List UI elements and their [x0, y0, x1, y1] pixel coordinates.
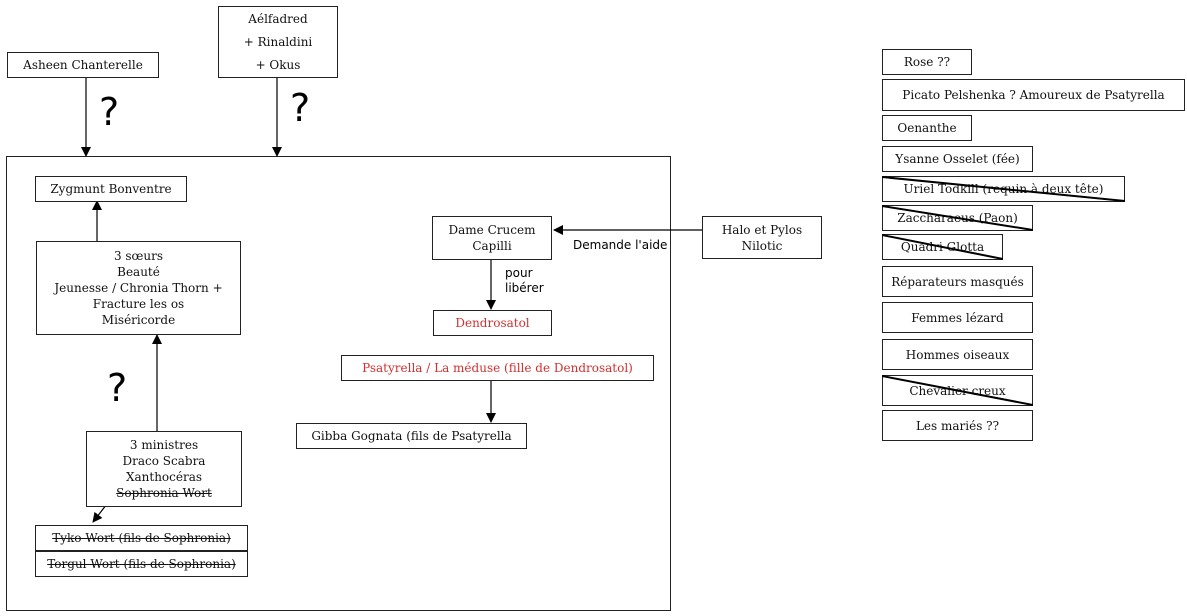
psatyrella-label: Psatyrella / La méduse (fille de Dendros…	[362, 361, 633, 375]
side-list-item-label: Oenanthe	[897, 121, 957, 135]
soeurs-line-3: Jeunesse / Chronia Thorn +	[54, 281, 223, 295]
side-list-item: Uriel Todkill (requin à deux tête)	[882, 176, 1125, 202]
side-list-item: Ysanne Osselet (fée)	[882, 146, 1033, 172]
soeurs-line-2: Beauté	[117, 265, 160, 279]
side-list-item: Hommes oiseaux	[882, 339, 1033, 370]
gibba-box: Gibba Gognata (fils de Psatyrella	[296, 423, 527, 449]
side-list-item: Quadri Glotta	[882, 234, 1003, 260]
strike-through-line	[882, 176, 1125, 202]
aelfadred-box: Aélfadred + Rinaldini + Okus	[218, 6, 338, 78]
dendrosatol-box: Dendrosatol	[433, 310, 552, 336]
ministres-box: 3 ministres Draco Scabra Xanthocéras Sop…	[86, 431, 242, 507]
tyko-label: Tyko Wort (fils de Sophronia)	[52, 531, 231, 545]
asheen-box: Asheen Chanterelle	[7, 52, 159, 78]
pour-liberer-label: pour libérer	[505, 266, 544, 296]
demande-aide-label: Demande l'aide	[573, 238, 668, 252]
side-list-item-label: Picato Pelshenka ? Amoureux de Psatyrell…	[902, 88, 1165, 102]
side-list-item: Picato Pelshenka ? Amoureux de Psatyrell…	[882, 79, 1185, 111]
dame-line-1: Dame Crucem	[448, 223, 536, 237]
halo-box: Halo et Pylos Nilotic	[702, 216, 822, 259]
side-list-item-label: Rose ??	[903, 55, 951, 69]
soeurs-line-1: 3 sœurs	[113, 249, 164, 263]
torgul-box: Torgul Wort (fils de Sophronia)	[35, 551, 248, 577]
soeurs-line-4: Fracture les os	[92, 297, 185, 311]
ministres-line-4: Sophronia Wort	[116, 486, 212, 500]
side-list-item: Réparateurs masqués	[882, 266, 1033, 297]
dendrosatol-label: Dendrosatol	[455, 316, 530, 330]
aelfadred-line-2: + Rinaldini	[243, 34, 313, 49]
aelfadred-line-1: Aélfadred	[248, 11, 308, 26]
aelfadred-line-3: + Okus	[255, 57, 301, 72]
question-mark-ministres: ?	[107, 366, 128, 410]
side-list-item: Rose ??	[882, 49, 972, 75]
side-list-item: Chevalier creux	[882, 375, 1033, 406]
dame-line-2: Capilli	[472, 239, 512, 253]
pour-label: pour	[505, 266, 533, 280]
side-list-item-label: Hommes oiseaux	[905, 347, 1010, 362]
side-list-item-label: Femmes lézard	[911, 310, 1004, 325]
halo-line-2: Nilotic	[741, 238, 783, 253]
asheen-label: Asheen Chanterelle	[23, 58, 143, 72]
side-list-item: Femmes lézard	[882, 302, 1033, 333]
question-mark-asheen: ?	[99, 90, 120, 134]
side-list-item: Zaccharaeus (Paon)	[882, 205, 1033, 231]
main-frame	[6, 156, 671, 611]
gibba-label: Gibba Gognata (fils de Psatyrella	[311, 429, 512, 443]
side-list-item-label: Les mariés ??	[915, 418, 1000, 433]
question-mark-aelfadred: ?	[290, 86, 311, 130]
strike-through-line	[882, 234, 1003, 260]
side-list-item: Oenanthe	[882, 115, 972, 141]
torgul-label: Torgul Wort (fils de Sophronia)	[47, 557, 236, 571]
side-list-item-label: Réparateurs masqués	[891, 274, 1024, 289]
soeurs-line-5: Miséricorde	[101, 313, 176, 327]
halo-line-1: Halo et Pylos	[721, 222, 803, 237]
ministres-line-1: 3 ministres	[129, 438, 199, 452]
side-list-item-label: Ysanne Osselet (fée)	[895, 152, 1020, 166]
ministres-line-2: Draco Scabra	[122, 454, 206, 468]
dame-box: Dame Crucem Capilli	[432, 216, 552, 260]
tyko-box: Tyko Wort (fils de Sophronia)	[35, 525, 248, 551]
strike-through-line	[882, 205, 1033, 231]
ministres-line-3: Xanthocéras	[125, 470, 203, 484]
zygmunt-box: Zygmunt Bonventre	[35, 176, 187, 202]
zygmunt-label: Zygmunt Bonventre	[50, 182, 172, 196]
liberer-label: libérer	[505, 281, 544, 295]
psatyrella-box: Psatyrella / La méduse (fille de Dendros…	[341, 355, 654, 381]
side-list-item: Les mariés ??	[882, 410, 1033, 441]
strike-through-line	[882, 375, 1033, 406]
soeurs-box: 3 sœurs Beauté Jeunesse / Chronia Thorn …	[36, 241, 241, 335]
